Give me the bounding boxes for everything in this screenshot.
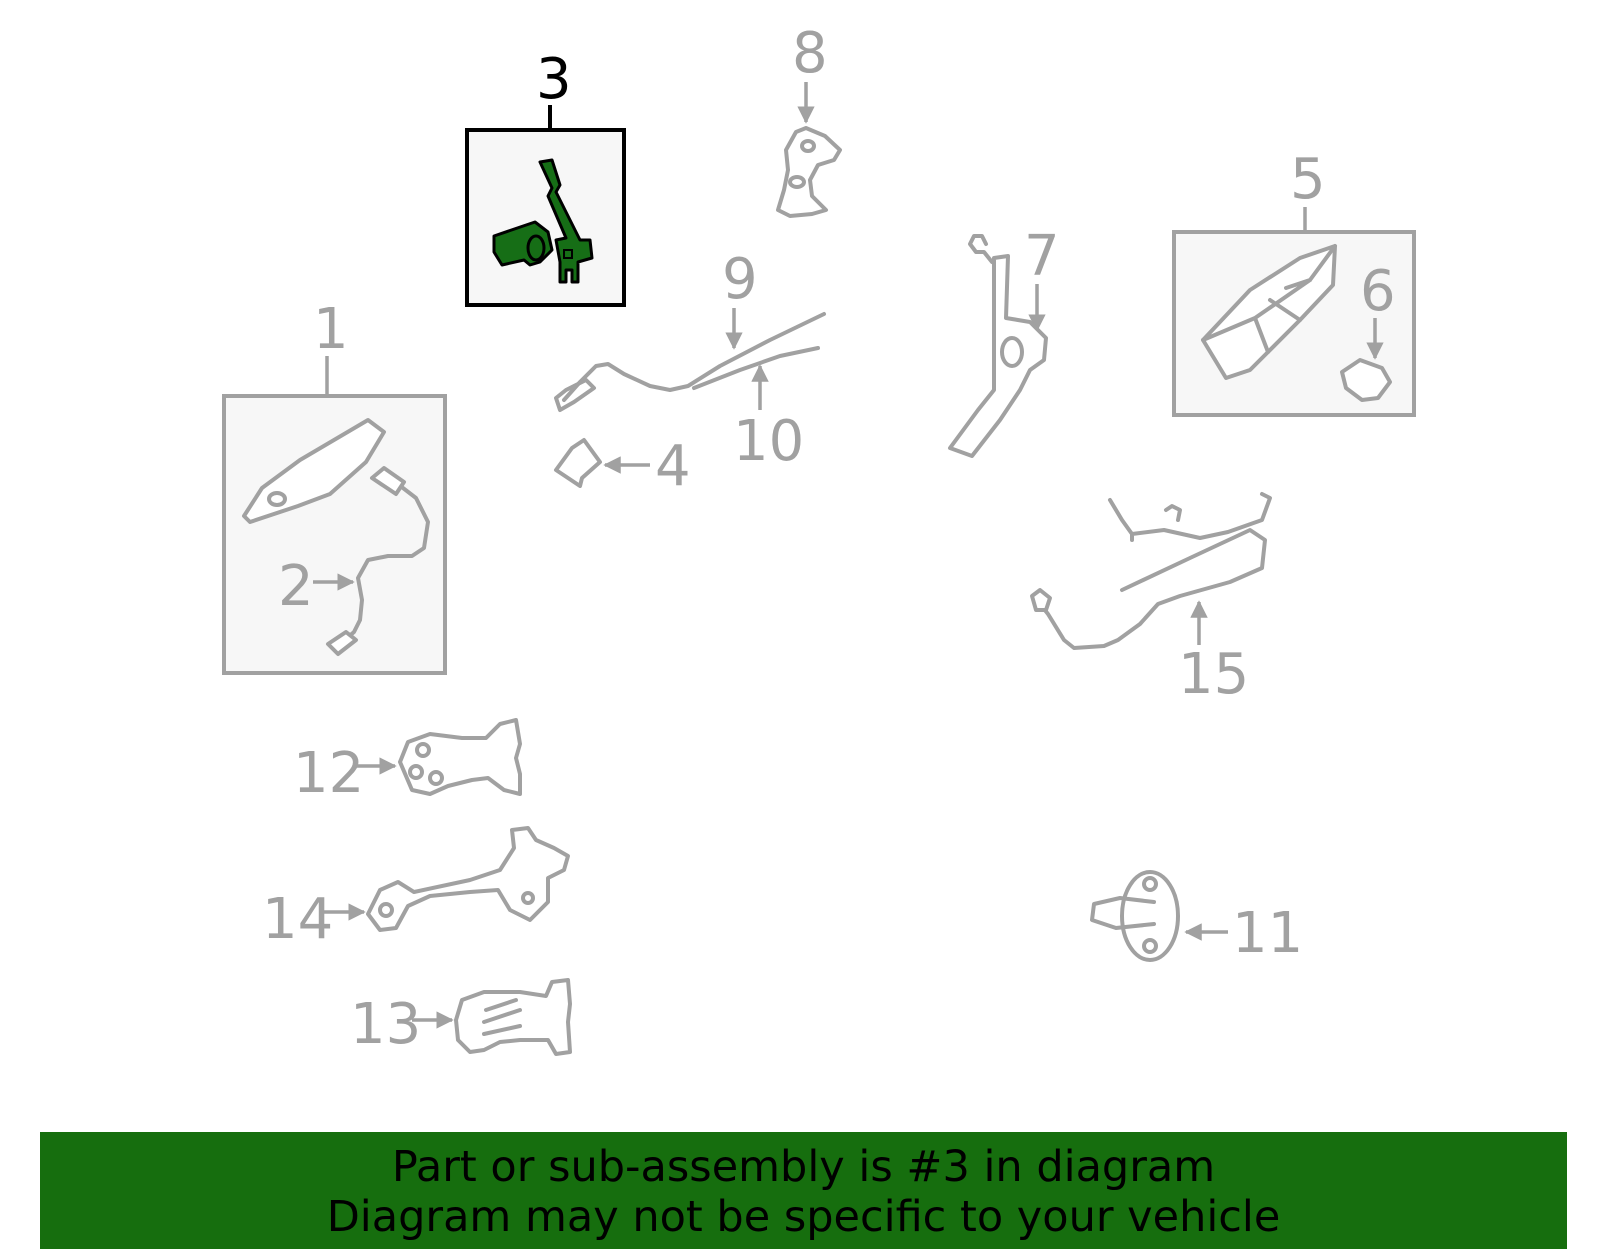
callout-2[interactable]: 2 [278, 554, 314, 619]
part-12-hole-1 [415, 742, 431, 758]
part-3-illustration [492, 158, 594, 284]
part-7-group[interactable]: 7 [948, 224, 1060, 458]
part-4-illustration [554, 438, 602, 488]
part-12-hole-2 [408, 764, 424, 780]
part-9-end [554, 378, 596, 412]
part-11-striker [1090, 896, 1156, 930]
part-2-end-bottom [326, 630, 358, 656]
part-3-box[interactable] [465, 128, 626, 307]
part-5-group[interactable]: 5 6 [1172, 147, 1416, 417]
part-10-rod [692, 346, 820, 390]
part-15-clip [1164, 504, 1182, 522]
part-15-group[interactable]: 15 [1030, 492, 1272, 707]
part-14-hole-2 [521, 891, 535, 905]
part-13-group[interactable]: 13 [350, 978, 572, 1057]
callout-1[interactable]: 1 [313, 297, 349, 362]
part-15-top-rod [1108, 492, 1272, 542]
banner-line-2: Diagram may not be specific to your vehi… [326, 1192, 1281, 1242]
part-8-group[interactable]: 8 [776, 21, 842, 218]
part-14-illustration [366, 826, 570, 932]
part-7-illustration [948, 254, 1048, 458]
part-11-hole-bottom [1142, 938, 1158, 954]
part-8-illustration [776, 126, 842, 218]
part-4-group[interactable]: 4 [554, 434, 691, 499]
part-8-hole [788, 175, 806, 189]
part-14-hole [378, 902, 394, 918]
callout-15[interactable]: 15 [1178, 642, 1249, 707]
banner-line-1: Part or sub-assembly is #3 in diagram [391, 1142, 1216, 1192]
part-6-illustration [1340, 358, 1392, 402]
callout-3[interactable]: 3 [536, 47, 572, 112]
callout-10[interactable]: 10 [733, 409, 804, 474]
part-11-hole-top [1142, 876, 1158, 892]
part-1-hole [267, 491, 287, 507]
part-11-group[interactable]: 11 [1090, 870, 1303, 966]
part-13-detail [482, 998, 522, 1036]
callout-13[interactable]: 13 [350, 992, 421, 1057]
callout-9[interactable]: 9 [722, 247, 758, 312]
part-5-illustration [1201, 244, 1337, 380]
part-7-hook [968, 234, 994, 264]
part-2-cable [338, 476, 430, 646]
callout-6[interactable]: 6 [1360, 259, 1396, 324]
part-11-plate [1120, 870, 1180, 962]
part-8-hole-top [800, 139, 816, 153]
part-14-group[interactable]: 14 [262, 826, 570, 952]
callout-4[interactable]: 4 [655, 434, 691, 499]
part-12-hole-3 [428, 770, 444, 786]
callout-5[interactable]: 5 [1290, 147, 1326, 212]
callout-7[interactable]: 7 [1024, 224, 1060, 289]
callout-8[interactable]: 8 [792, 21, 828, 86]
callout-12[interactable]: 12 [293, 741, 364, 806]
part-15-bracket [1038, 528, 1267, 650]
part-13-illustration [454, 978, 572, 1056]
part-9-rod [562, 312, 826, 402]
part-2-end-top [370, 466, 406, 496]
part-5-detail [1201, 244, 1337, 354]
part-7-hole [1000, 336, 1024, 368]
part-3-group[interactable]: 3 [465, 47, 626, 307]
part-9-10-group[interactable]: 9 10 [554, 247, 826, 474]
part-12-illustration [398, 718, 522, 796]
callout-14[interactable]: 14 [262, 887, 333, 952]
callout-11[interactable]: 11 [1232, 901, 1303, 966]
part-1-handle [242, 418, 386, 524]
part-15-end [1030, 588, 1052, 612]
info-banner: Part or sub-assembly is #3 in diagram Di… [40, 1132, 1567, 1249]
part-1-group[interactable]: 1 2 [222, 297, 447, 675]
part-12-group[interactable]: 12 [293, 718, 522, 806]
